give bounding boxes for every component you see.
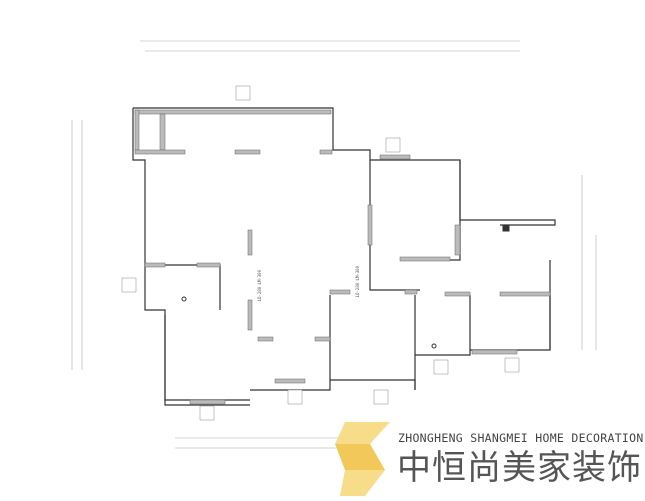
walls (132, 107, 556, 406)
logo-english-text: ZHONGHENG SHANGMEI HOME DECORATION (398, 431, 644, 445)
room-label: LD-280 LM-300 (355, 266, 360, 298)
room-label: LD-280 LM-300 (257, 270, 262, 302)
wall-fills (134, 109, 551, 405)
dimension-lines (71, 40, 597, 449)
logo-chinese-text: 中恒尚美家装饰 (397, 448, 642, 488)
logo-mark (335, 422, 390, 496)
level-markers (121, 85, 520, 421)
fixtures (181, 225, 510, 349)
